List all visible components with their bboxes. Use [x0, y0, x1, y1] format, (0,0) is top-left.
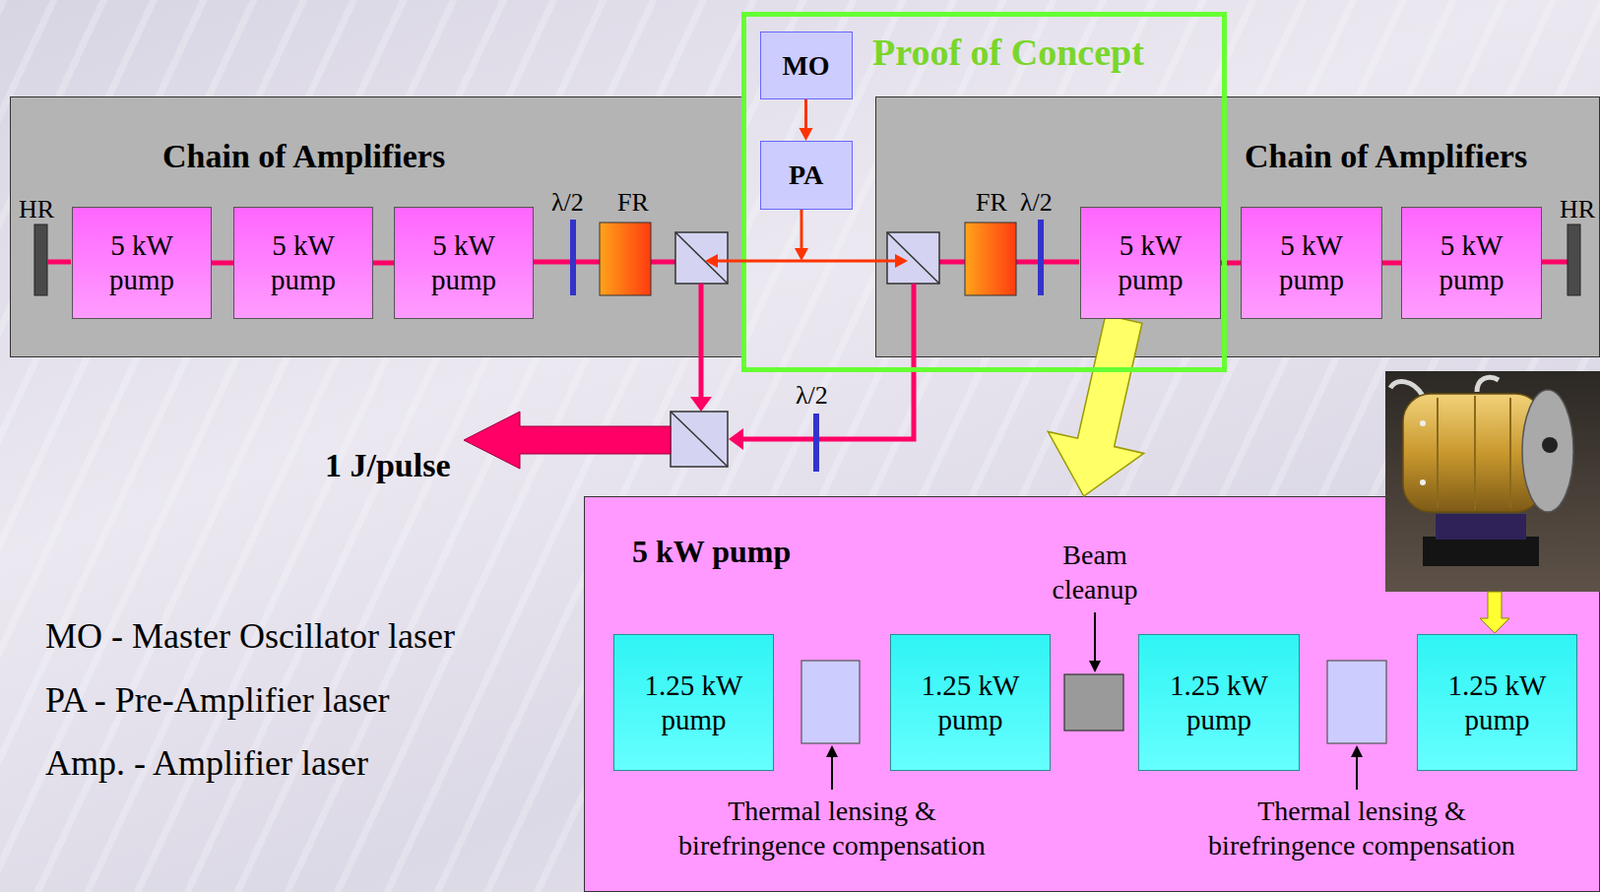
beam-splitter	[675, 232, 728, 284]
leader-line	[1093, 612, 1096, 662]
output-energy-label: 1 J/pulse	[324, 445, 451, 488]
sub-pump-module: 1.25 kW pump	[1416, 634, 1578, 771]
box-label: MO	[767, 49, 846, 83]
hr-mirror	[34, 224, 48, 296]
waveplate-label: λ/2	[551, 187, 584, 220]
panel-heading: Chain of Amplifiers	[1244, 136, 1528, 178]
screw	[1419, 479, 1426, 486]
beam-splitter	[887, 232, 940, 284]
seed-line	[800, 204, 804, 250]
pump-module: 5 kW pump	[1080, 206, 1221, 320]
half-wave-plate	[1037, 219, 1044, 296]
arrow-head	[826, 745, 838, 758]
hr-mirror	[1567, 224, 1581, 296]
rotator-label: FR	[975, 187, 1008, 220]
panel-heading: 5 kW pump	[632, 532, 791, 571]
abbreviation-note: Amp. - Amplifier laser	[45, 741, 369, 786]
abbreviation-note: PA - Pre-Amplifier laser	[45, 678, 390, 723]
gold-housing	[1403, 393, 1543, 512]
box-label: 5 kW pump	[261, 228, 345, 298]
pump-module: 5 kW pump	[1240, 206, 1383, 320]
sub-pump-module: 1.25 kW pump	[1138, 634, 1300, 771]
half-wave-plate	[813, 413, 820, 472]
panel-heading: Chain of Amplifiers	[162, 136, 446, 178]
amplifier-chain-panel: Chain of Amplifiers 5 kW pump 5 kW pump 5 k…	[875, 96, 1600, 358]
mount-base	[1422, 536, 1539, 567]
arrow-head	[1350, 745, 1363, 758]
compensator-plate	[801, 660, 860, 744]
abbreviation-note: MO - Master Oscillator laser	[45, 614, 455, 659]
waveplate-label: λ/2	[795, 380, 829, 413]
compensator-plate	[1327, 660, 1387, 744]
leader-line	[831, 756, 833, 790]
box-label: 1.25 kW pump	[1163, 668, 1275, 738]
sub-pump-module: 1.25 kW pump	[890, 634, 1051, 771]
box-label: 5 kW pump	[100, 228, 184, 298]
rotator-label: FR	[617, 187, 649, 220]
laser-beam	[742, 283, 914, 440]
coolant-tube	[1390, 382, 1423, 396]
laser-beam	[1540, 259, 1568, 265]
beam-splitter-face	[675, 232, 728, 284]
box-label: PA	[767, 158, 846, 192]
coolant-tube	[1476, 377, 1499, 392]
pump-module: 5 kW pump	[1401, 206, 1542, 320]
box-label: 1.25 kW pump	[1442, 668, 1553, 738]
half-wave-plate	[570, 219, 576, 296]
component-label: Thermal lensing & birefringence compensa…	[664, 793, 1000, 863]
box-label: 5 kW pump	[1430, 228, 1514, 298]
connector-line	[804, 99, 808, 129]
box-label: 5 kW pump	[1270, 228, 1353, 298]
screw	[1419, 420, 1426, 427]
housing-rib	[1509, 397, 1512, 509]
faraday-rotator	[599, 222, 651, 296]
laser-head-photo	[1385, 371, 1600, 592]
pump-module: 5 kW pump	[233, 206, 374, 320]
box-label: 1.25 kW pump	[639, 668, 750, 738]
oscillator-box: MO	[760, 31, 853, 100]
photo-ground	[1385, 371, 1600, 592]
arrow-head	[704, 254, 718, 268]
arrow-head	[794, 248, 809, 261]
laser-beam	[532, 259, 676, 265]
arrow-head	[799, 128, 814, 141]
aperture	[1541, 437, 1558, 453]
laser-beam	[47, 259, 71, 265]
preamplifier-box: PA	[760, 140, 853, 210]
beam-splitter-face	[887, 232, 940, 284]
pump-module: 5 kW pump	[71, 206, 212, 320]
laser-beam	[939, 259, 1080, 265]
box-label: 1.25 kW pump	[915, 668, 1026, 738]
mirror-label: HR	[18, 193, 55, 227]
housing-rib	[1473, 395, 1476, 511]
arrow-head	[728, 428, 744, 450]
seed-line	[716, 259, 896, 263]
leader-line	[1355, 756, 1358, 790]
output-arrow	[463, 411, 671, 469]
waveplate-label: λ/2	[1020, 187, 1053, 220]
beam-cleanup-element	[1064, 674, 1124, 731]
laser-beam	[699, 283, 704, 398]
amplifier-chain-panel: Chain of Amplifiers 5 kW pump 5 kW pump 5 k…	[9, 96, 746, 358]
end-plate	[1522, 389, 1574, 512]
box-label: 5 kW pump	[422, 228, 506, 298]
pump-module: 5 kW pump	[393, 206, 534, 320]
faraday-rotator	[964, 222, 1017, 296]
mount-block	[1435, 513, 1527, 540]
mirror-label: HR	[1559, 193, 1596, 227]
beam-combiner	[670, 411, 728, 467]
arrow-head	[1088, 660, 1101, 673]
sub-pump-module: 1.25 kW pump	[613, 634, 774, 771]
component-label: Beam cleanup	[1030, 537, 1159, 607]
panel-heading: Proof of Concept	[872, 30, 1145, 76]
housing-rib	[1436, 397, 1439, 509]
arrow-head	[690, 396, 712, 412]
beam-combiner-face	[670, 411, 728, 467]
component-label: Thermal lensing & birefringence compensa…	[1194, 793, 1530, 863]
pointer-arrow	[1479, 591, 1510, 634]
connector	[799, 99, 814, 141]
box-label: 5 kW pump	[1109, 228, 1193, 298]
